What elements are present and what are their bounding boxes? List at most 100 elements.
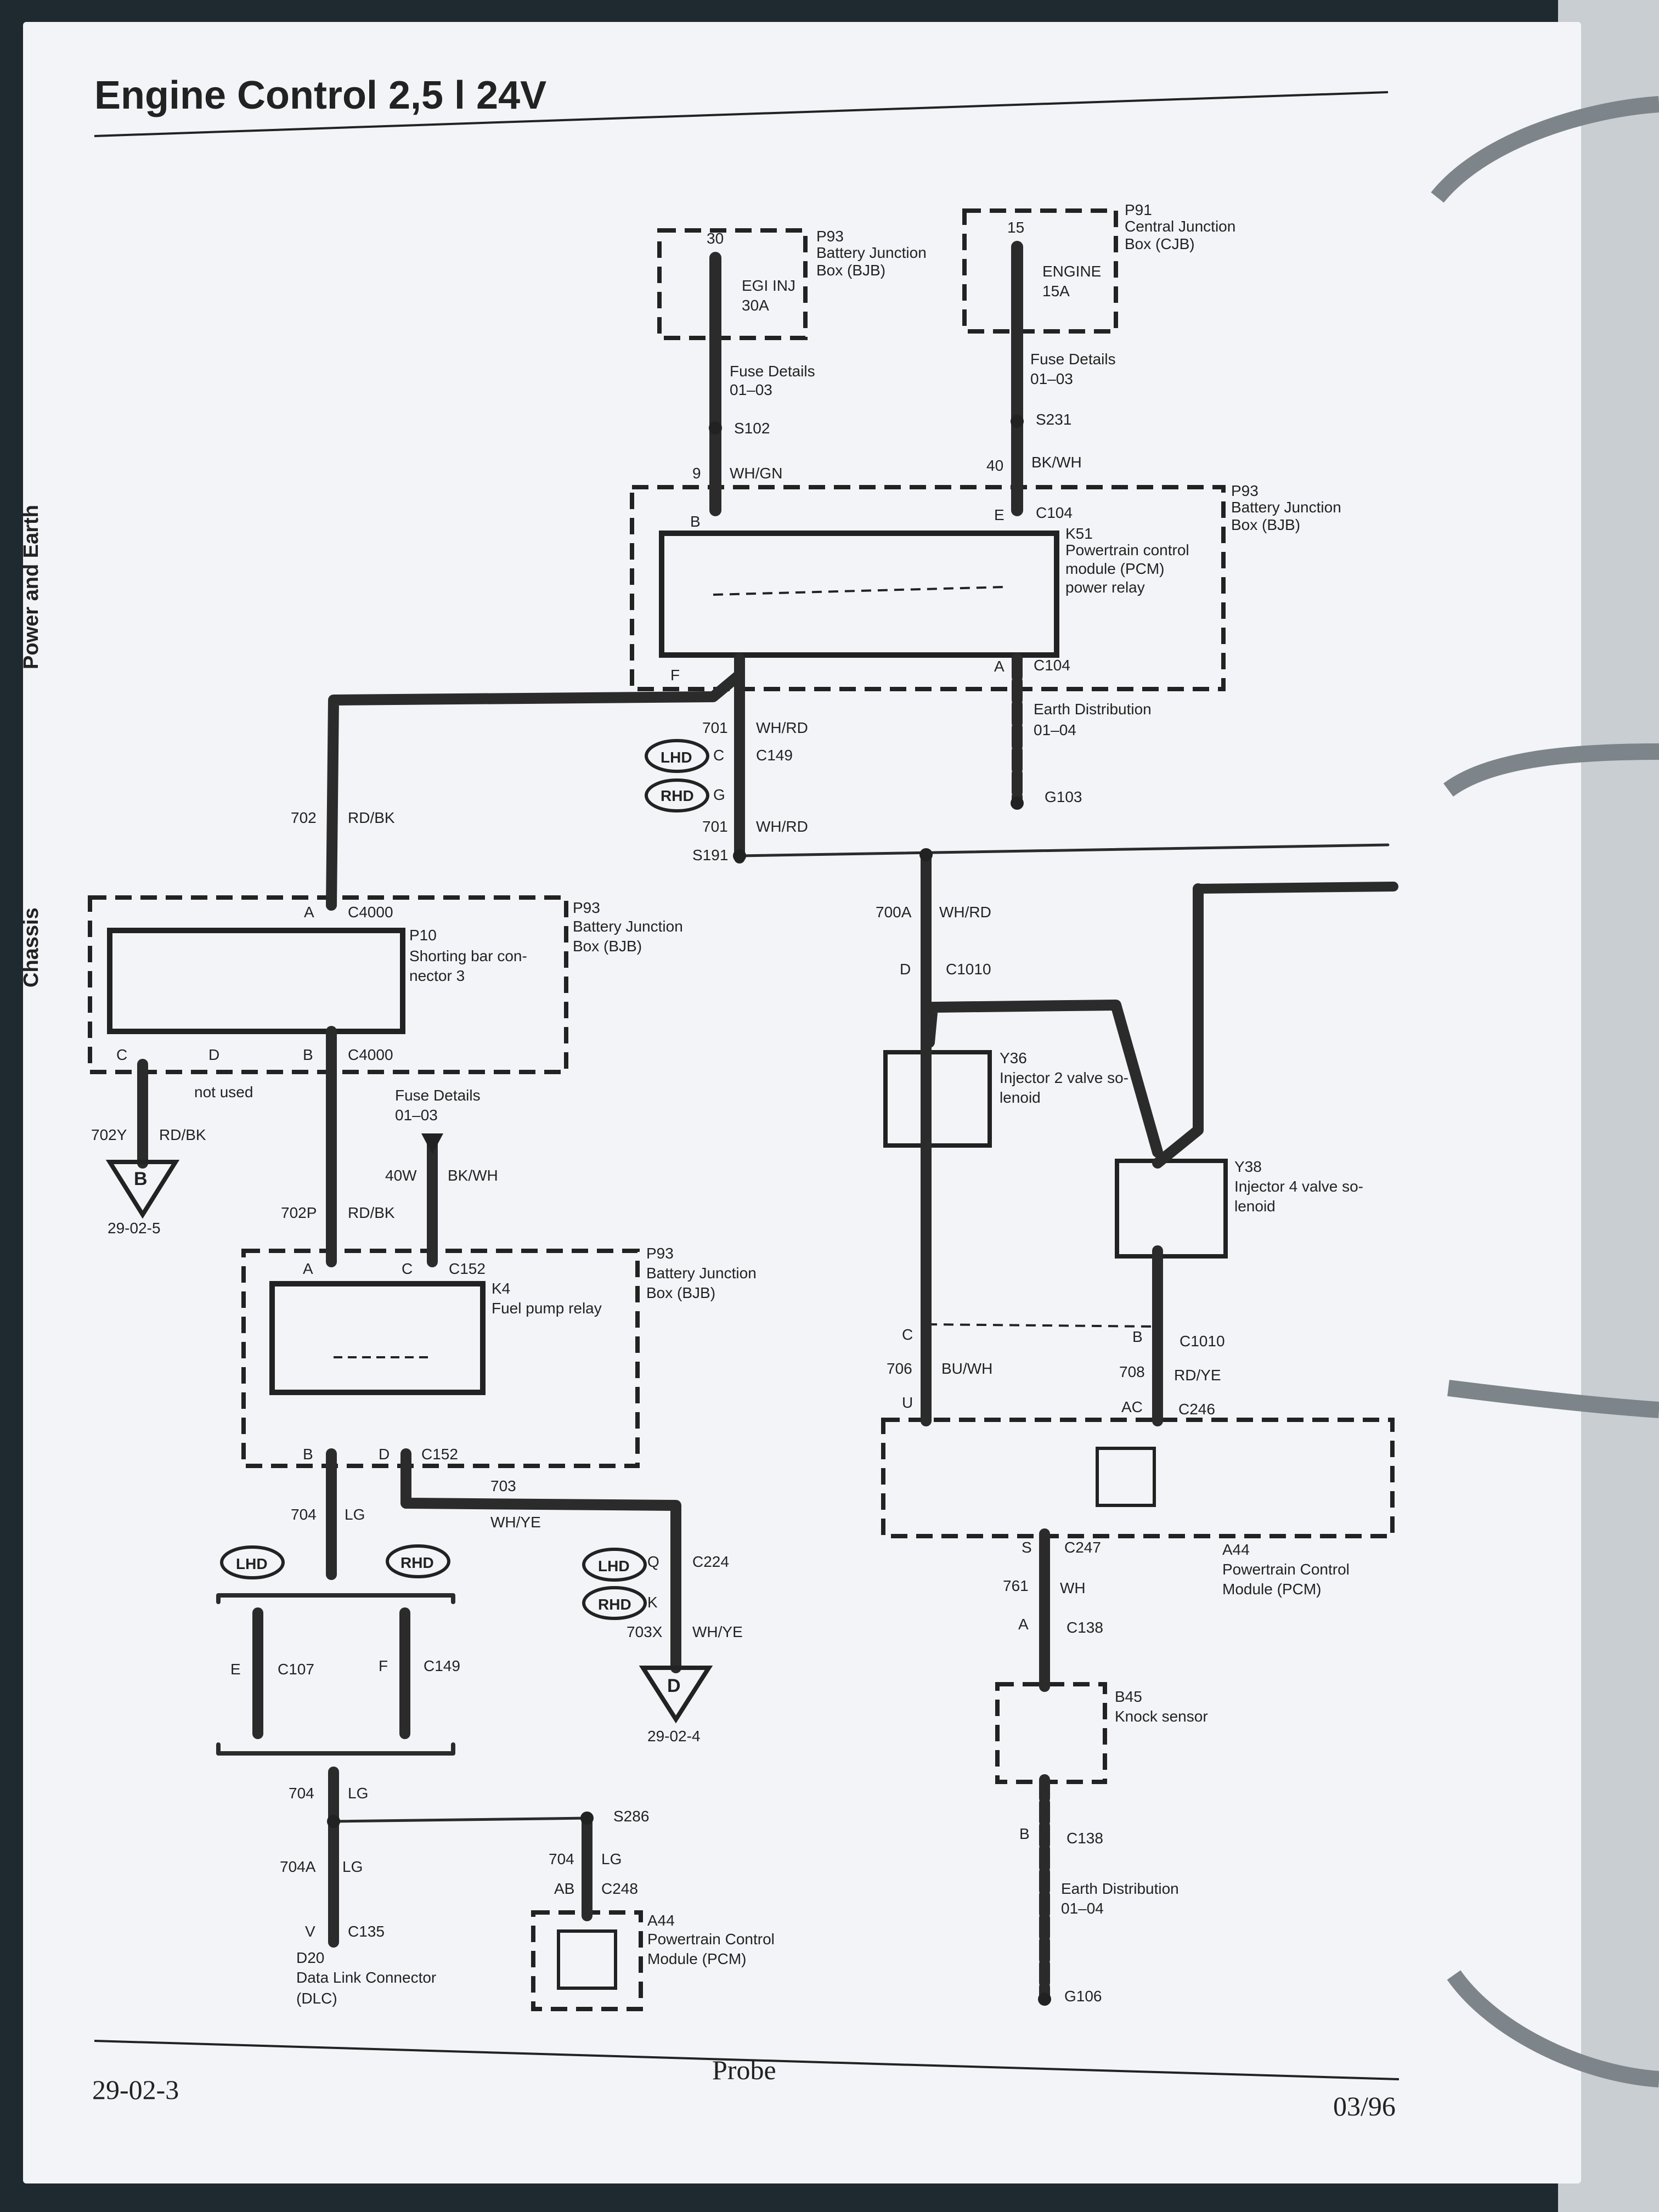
label-pin-d1: D — [208, 1046, 219, 1063]
rhd-badge-3 — [582, 1586, 647, 1620]
fuse-label-30a: 30A — [742, 297, 769, 314]
label-d20-3: (DLC) — [296, 1990, 337, 2007]
markers — [105, 415, 1051, 2006]
label-b45-2: Knock sensor — [1115, 1708, 1208, 1725]
footer-date: 03/96 — [1333, 2091, 1396, 2121]
label-pin-e2: E — [230, 1661, 241, 1678]
label-p93b-1: P93 — [1231, 482, 1259, 499]
label-w703: 703 — [490, 1477, 516, 1494]
ground-g106 — [1038, 1993, 1051, 2006]
label-w701b: 701 — [702, 818, 728, 835]
knock-sensor-box — [995, 1682, 1107, 1784]
label-c1010b: C1010 — [1180, 1333, 1225, 1350]
label-wh-1: WH — [1060, 1579, 1086, 1596]
label-ref-b: B — [134, 1169, 148, 1189]
label-pin-k: K — [647, 1594, 658, 1611]
label-fuse-details-2a: Fuse Details — [1030, 351, 1116, 368]
label-pin-v: V — [305, 1923, 315, 1940]
label-c152b: C152 — [421, 1446, 458, 1463]
label-p91-1: P91 — [1125, 201, 1152, 218]
label-s231: S231 — [1036, 411, 1071, 428]
label-fuse-details-3a: Fuse Details — [395, 1087, 481, 1104]
label-p10-3: nector 3 — [409, 967, 465, 984]
label-lg-1: LG — [345, 1506, 365, 1523]
label-a44b-1: A44 — [1222, 1541, 1250, 1558]
label-whrd-3: WH/RD — [939, 904, 991, 921]
diagram-boxes — [88, 208, 1395, 2011]
label-rdye: RD/YE — [1174, 1367, 1221, 1384]
lhd-badge-1 — [645, 739, 709, 773]
ref-triangle-d — [639, 1666, 713, 1724]
label-pin-g: G — [713, 786, 725, 803]
label-w40w: 40W — [385, 1167, 417, 1184]
label-w704c: 704A — [280, 1858, 316, 1875]
label-p10-1: P10 — [409, 927, 437, 944]
label-whrd-1: WH/RD — [756, 719, 808, 736]
label-p93b-3: Box (BJB) — [1231, 516, 1300, 533]
label-p93b-2: Battery Junction — [1231, 499, 1341, 516]
binder-ring-4 — [1447, 1970, 1659, 2087]
fuse-label-15a: 15A — [1042, 283, 1070, 300]
label-w702y: 702Y — [91, 1126, 127, 1143]
label-lg-4: LG — [601, 1850, 622, 1867]
label-y36-3: lenoid — [1000, 1089, 1041, 1106]
binder-ring-2 — [1443, 743, 1659, 797]
label-pin-d2: D — [379, 1446, 390, 1463]
label-lg-2: LG — [348, 1785, 368, 1802]
rhd-badge-1 — [645, 778, 709, 812]
label-pin-e: E — [994, 506, 1005, 523]
label-pin-b1: B — [690, 513, 701, 530]
label-rhd-2: RHD — [400, 1554, 434, 1571]
label-y38-1: Y38 — [1234, 1158, 1262, 1175]
label-c104a: C104 — [1036, 504, 1073, 521]
label-c138a: C138 — [1066, 1619, 1103, 1636]
label-a44a-2: Powertrain Control — [647, 1931, 775, 1948]
fuse-label-30: 30 — [707, 230, 724, 247]
label-s286: S286 — [613, 1808, 649, 1825]
pcm-relay-inner — [659, 531, 1059, 658]
label-fuse-details-2b: 01–03 — [1030, 370, 1073, 387]
label-pin-f: F — [670, 667, 680, 684]
label-not-used: not used — [194, 1084, 253, 1101]
fuel-pump-relay-inner — [269, 1281, 486, 1395]
label-pin-b5: B — [1019, 1825, 1030, 1842]
label-lg-3: LG — [342, 1858, 363, 1875]
splice-704a — [327, 1815, 340, 1828]
label-w761: 761 — [1003, 1577, 1029, 1594]
label-fuse-details-1b: 01–03 — [730, 381, 772, 398]
ref-triangle-b — [105, 1160, 180, 1219]
label-k4-2: Fuel pump relay — [492, 1300, 602, 1317]
injector-dashed-link — [927, 1323, 1157, 1328]
label-a44a-1: A44 — [647, 1912, 675, 1929]
wires — [137, 241, 1398, 2002]
label-pin-ac: AC — [1121, 1398, 1143, 1415]
splice-700a — [919, 848, 933, 861]
label-pin-d3: D — [900, 961, 911, 978]
label-k51-2: Powertrain control — [1065, 541, 1189, 558]
label-p93-2: Battery Junction — [816, 244, 927, 261]
lhd-badge-3 — [582, 1548, 647, 1582]
dlc-pcm-symbol — [557, 1929, 617, 1990]
label-whgn: WH/GN — [730, 465, 782, 482]
label-pin-a3: A — [303, 1260, 313, 1277]
label-pin-c1: C — [713, 747, 724, 764]
label-pin-a2: A — [304, 904, 314, 921]
label-pin-a1: A — [994, 658, 1005, 675]
label-w40: 40 — [986, 457, 1003, 474]
label-c135: C135 — [348, 1923, 385, 1940]
label-earth-dist-1b: 01–04 — [1034, 721, 1076, 738]
pcm-relay-box — [630, 485, 1226, 691]
label-k51-4: power relay — [1065, 579, 1145, 596]
ground-g103 — [1011, 797, 1024, 810]
label-c1010a: C1010 — [946, 961, 991, 978]
label-bkwh-1: BK/WH — [1031, 454, 1082, 471]
rhd-bracket — [216, 1742, 455, 1756]
label-lhd-1: LHD — [661, 749, 692, 766]
label-ref-d: D — [667, 1675, 681, 1696]
pcm-module-box-2 — [531, 1910, 643, 2011]
label-s191: S191 — [692, 847, 728, 864]
wire-y38-feed — [924, 1000, 1163, 1158]
label-fuse-details-3b: 01–03 — [395, 1107, 438, 1124]
label-p93d-1: P93 — [646, 1245, 674, 1262]
